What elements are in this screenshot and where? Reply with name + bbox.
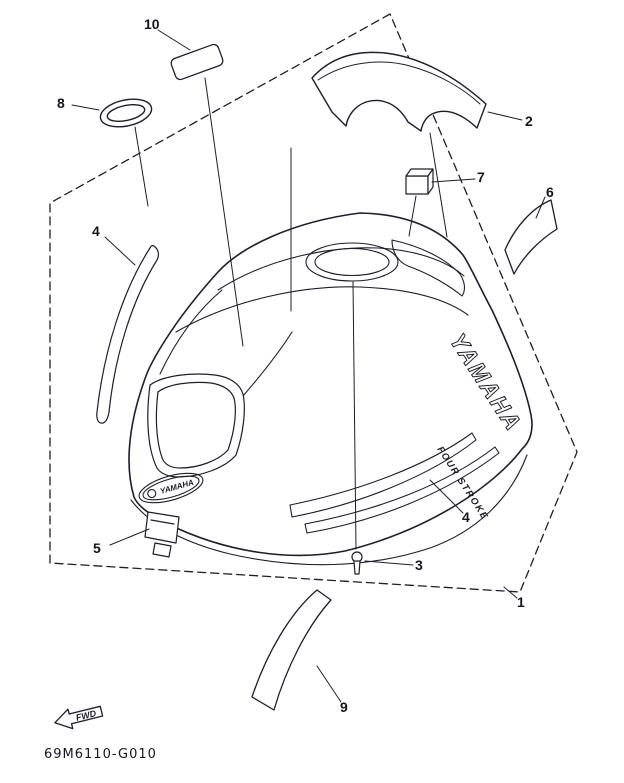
- top-recess-oval: [305, 242, 399, 282]
- clip-part: [405, 168, 434, 195]
- side-stripes: [289, 432, 500, 534]
- callout-3[interactable]: 3: [415, 557, 423, 573]
- label-sticker-part: [170, 43, 224, 81]
- screw-part: [351, 551, 363, 575]
- callout-7[interactable]: 7: [477, 169, 485, 185]
- leader-lines: [71, 29, 546, 703]
- bottom-decal-part: [251, 589, 332, 711]
- bottom-rim-line: [130, 454, 528, 566]
- top-cowl: YAMAHA YAMAHA FOUR STROKE: [128, 212, 533, 566]
- callout-1[interactable]: 1: [517, 594, 525, 610]
- latch-part: [144, 511, 180, 558]
- rear-cover-part: [311, 51, 487, 132]
- side-decal-part: [504, 199, 558, 275]
- fwd-arrow: FWD: [54, 705, 104, 730]
- molding-strip-part: [96, 245, 160, 424]
- fwd-arrow-label: FWD: [75, 708, 98, 723]
- side-stripe-upper: [289, 432, 477, 518]
- seal-ring-part: [99, 98, 153, 128]
- part-code: 69M6110-G010: [44, 747, 157, 762]
- callout-4-left[interactable]: 4: [92, 223, 100, 239]
- callout-5[interactable]: 5: [93, 540, 101, 556]
- callout-6[interactable]: 6: [546, 184, 554, 200]
- fwd-arrow-icon: [54, 705, 104, 730]
- front-recess: [147, 373, 245, 478]
- callout-10[interactable]: 10: [144, 16, 160, 32]
- callout-4-right[interactable]: 4: [462, 509, 470, 525]
- callout-2[interactable]: 2: [525, 113, 533, 129]
- callout-9[interactable]: 9: [340, 699, 348, 715]
- callout-8[interactable]: 8: [57, 95, 65, 111]
- side-stripe-lower: [304, 446, 500, 534]
- dashed-boundary: [49, 13, 578, 593]
- cowl-silhouette: [128, 212, 533, 557]
- tuning-fork-logo-icon: [147, 488, 157, 499]
- rear-cap-line: [391, 239, 465, 297]
